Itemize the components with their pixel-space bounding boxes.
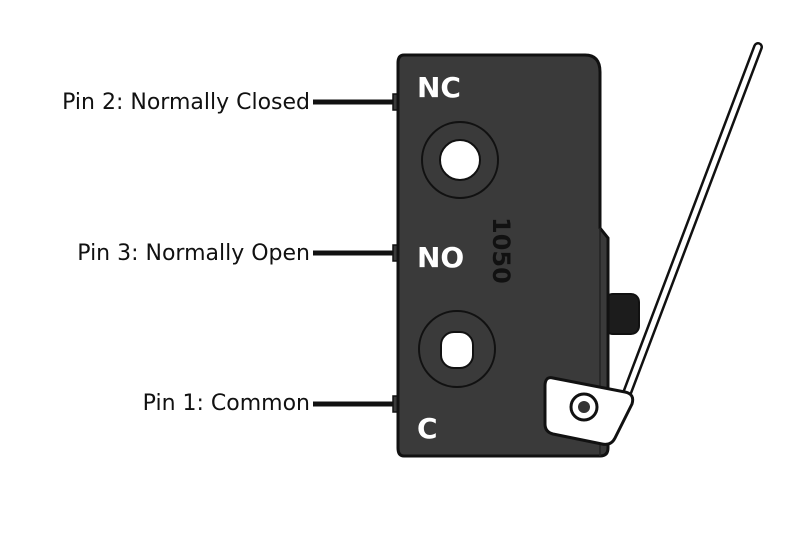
mounting-hole-bottom <box>440 331 474 369</box>
plunger-button <box>604 293 640 335</box>
pin-1-label: Pin 1: Common <box>142 391 310 416</box>
pin-3-label: Pin 3: Normally Open <box>77 241 310 266</box>
marking-c: C <box>417 412 438 445</box>
mounting-hole-top <box>439 139 481 181</box>
marking-nc: NC <box>417 71 461 104</box>
marking-no: NO <box>417 241 464 274</box>
pin-2-label: Pin 2: Normally Closed <box>62 90 310 115</box>
lever-arm <box>610 44 761 433</box>
hinge-pivot <box>578 401 590 413</box>
model-marking: 1050 <box>487 217 515 284</box>
